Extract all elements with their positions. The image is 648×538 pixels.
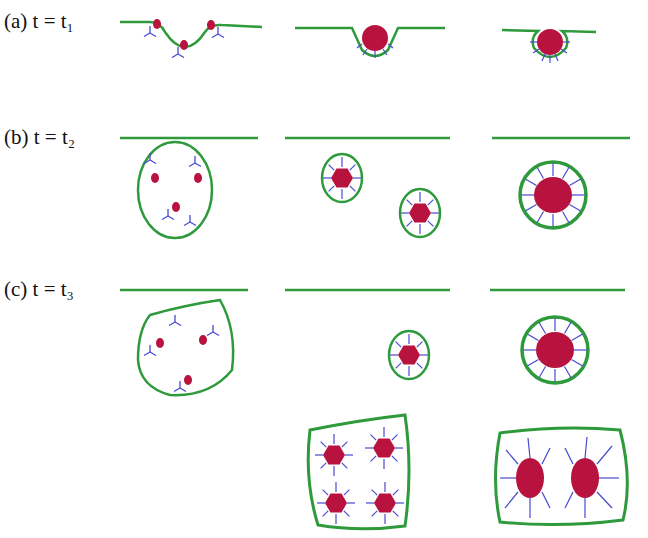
- row-label: (a) t = t₁: [4, 9, 74, 34]
- row-label: (c) t = t₃: [4, 277, 74, 302]
- membrane-lines: [120, 137, 630, 140]
- membrane-pit-coated: [295, 25, 445, 58]
- vesicle-fused-four: [308, 415, 409, 529]
- vesicle-small: [389, 331, 429, 379]
- vesicle-small: [322, 154, 440, 237]
- vesicle-fused-two: [496, 428, 628, 524]
- vesicle-loose: [138, 300, 233, 395]
- vesicle-loose: [138, 142, 212, 238]
- vesicle-coated: [520, 162, 586, 228]
- membrane-pit-budding: [502, 29, 596, 63]
- vesicle-coated: [522, 317, 588, 383]
- membrane-lines: [120, 289, 625, 292]
- row-label: (b) t = t₂: [4, 125, 75, 150]
- membrane-pit-shallow: [120, 19, 262, 58]
